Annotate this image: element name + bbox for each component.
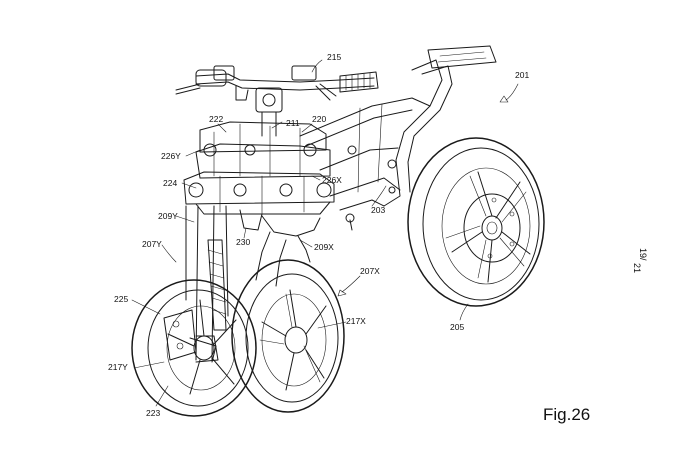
ref-223: 223 bbox=[146, 408, 160, 418]
rear-wheel-205 bbox=[407, 137, 545, 307]
sheet-number-total: 21 bbox=[632, 263, 642, 273]
ref-215: 215 bbox=[327, 52, 341, 62]
ref-226X: 226X bbox=[322, 175, 342, 185]
sheet-number-slash: / bbox=[638, 258, 648, 261]
steering-and-upper-bridge bbox=[195, 111, 331, 179]
front-right-wheel-207X bbox=[231, 259, 345, 413]
ref-225: 225 bbox=[114, 294, 128, 304]
sheet-number-current: 19 bbox=[638, 248, 648, 258]
ref-217X: 217X bbox=[346, 316, 366, 326]
ref-222: 222 bbox=[209, 114, 223, 124]
ref-211: 211 bbox=[286, 118, 300, 128]
handlebar-215 bbox=[175, 65, 379, 113]
reference-numerals: 215 201 211 222 220 226Y 224 226X 203 20… bbox=[108, 52, 529, 418]
ref-224: 224 bbox=[163, 178, 177, 188]
sheet-number: 19 / 21 bbox=[632, 248, 648, 273]
ref-209X: 209X bbox=[314, 242, 334, 252]
ref-207Y: 207Y bbox=[142, 239, 162, 249]
ref-209Y: 209Y bbox=[158, 211, 178, 221]
ref-203: 203 bbox=[371, 205, 385, 215]
front-left-wheel-207Y bbox=[131, 279, 257, 417]
rear-frame-203 bbox=[299, 45, 497, 231]
leader-lines bbox=[131, 59, 519, 407]
ref-201: 201 bbox=[515, 70, 529, 80]
ref-217Y: 217Y bbox=[108, 362, 128, 372]
ref-205: 205 bbox=[450, 322, 464, 332]
figure-label: Fig.26 bbox=[543, 405, 590, 424]
right-fork-209X bbox=[255, 215, 321, 287]
ref-226Y: 226Y bbox=[161, 151, 181, 161]
ref-230: 230 bbox=[236, 237, 250, 247]
lower-bridge-224 bbox=[183, 171, 335, 231]
ref-207X: 207X bbox=[360, 266, 380, 276]
ref-220: 220 bbox=[312, 114, 326, 124]
